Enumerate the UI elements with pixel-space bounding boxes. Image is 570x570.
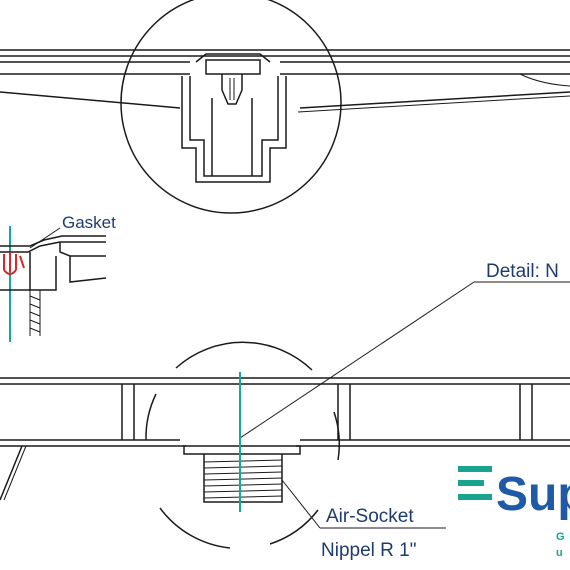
brand-logo: Sup G u [458,466,570,559]
top-detail-circle [120,0,342,214]
top-plate [0,49,570,113]
detail-label: Detail: N [486,261,559,282]
logo-subtext-1: G [556,531,565,543]
gasket-label: Gasket [62,213,116,232]
logo-subtext-2: u [556,547,563,559]
logo-text: Sup [496,468,570,521]
bottom-detail-circle [145,341,341,549]
air-socket-callout: Air-Socket Nippel R 1" [281,479,446,561]
left-gasket-detail: Gasket [0,213,116,342]
air-socket-label: Air-Socket [326,506,414,527]
nippel-label: Nippel R 1" [321,540,416,561]
detail-n-callout: Detail: N [239,261,570,439]
bottom-plate [0,377,570,501]
